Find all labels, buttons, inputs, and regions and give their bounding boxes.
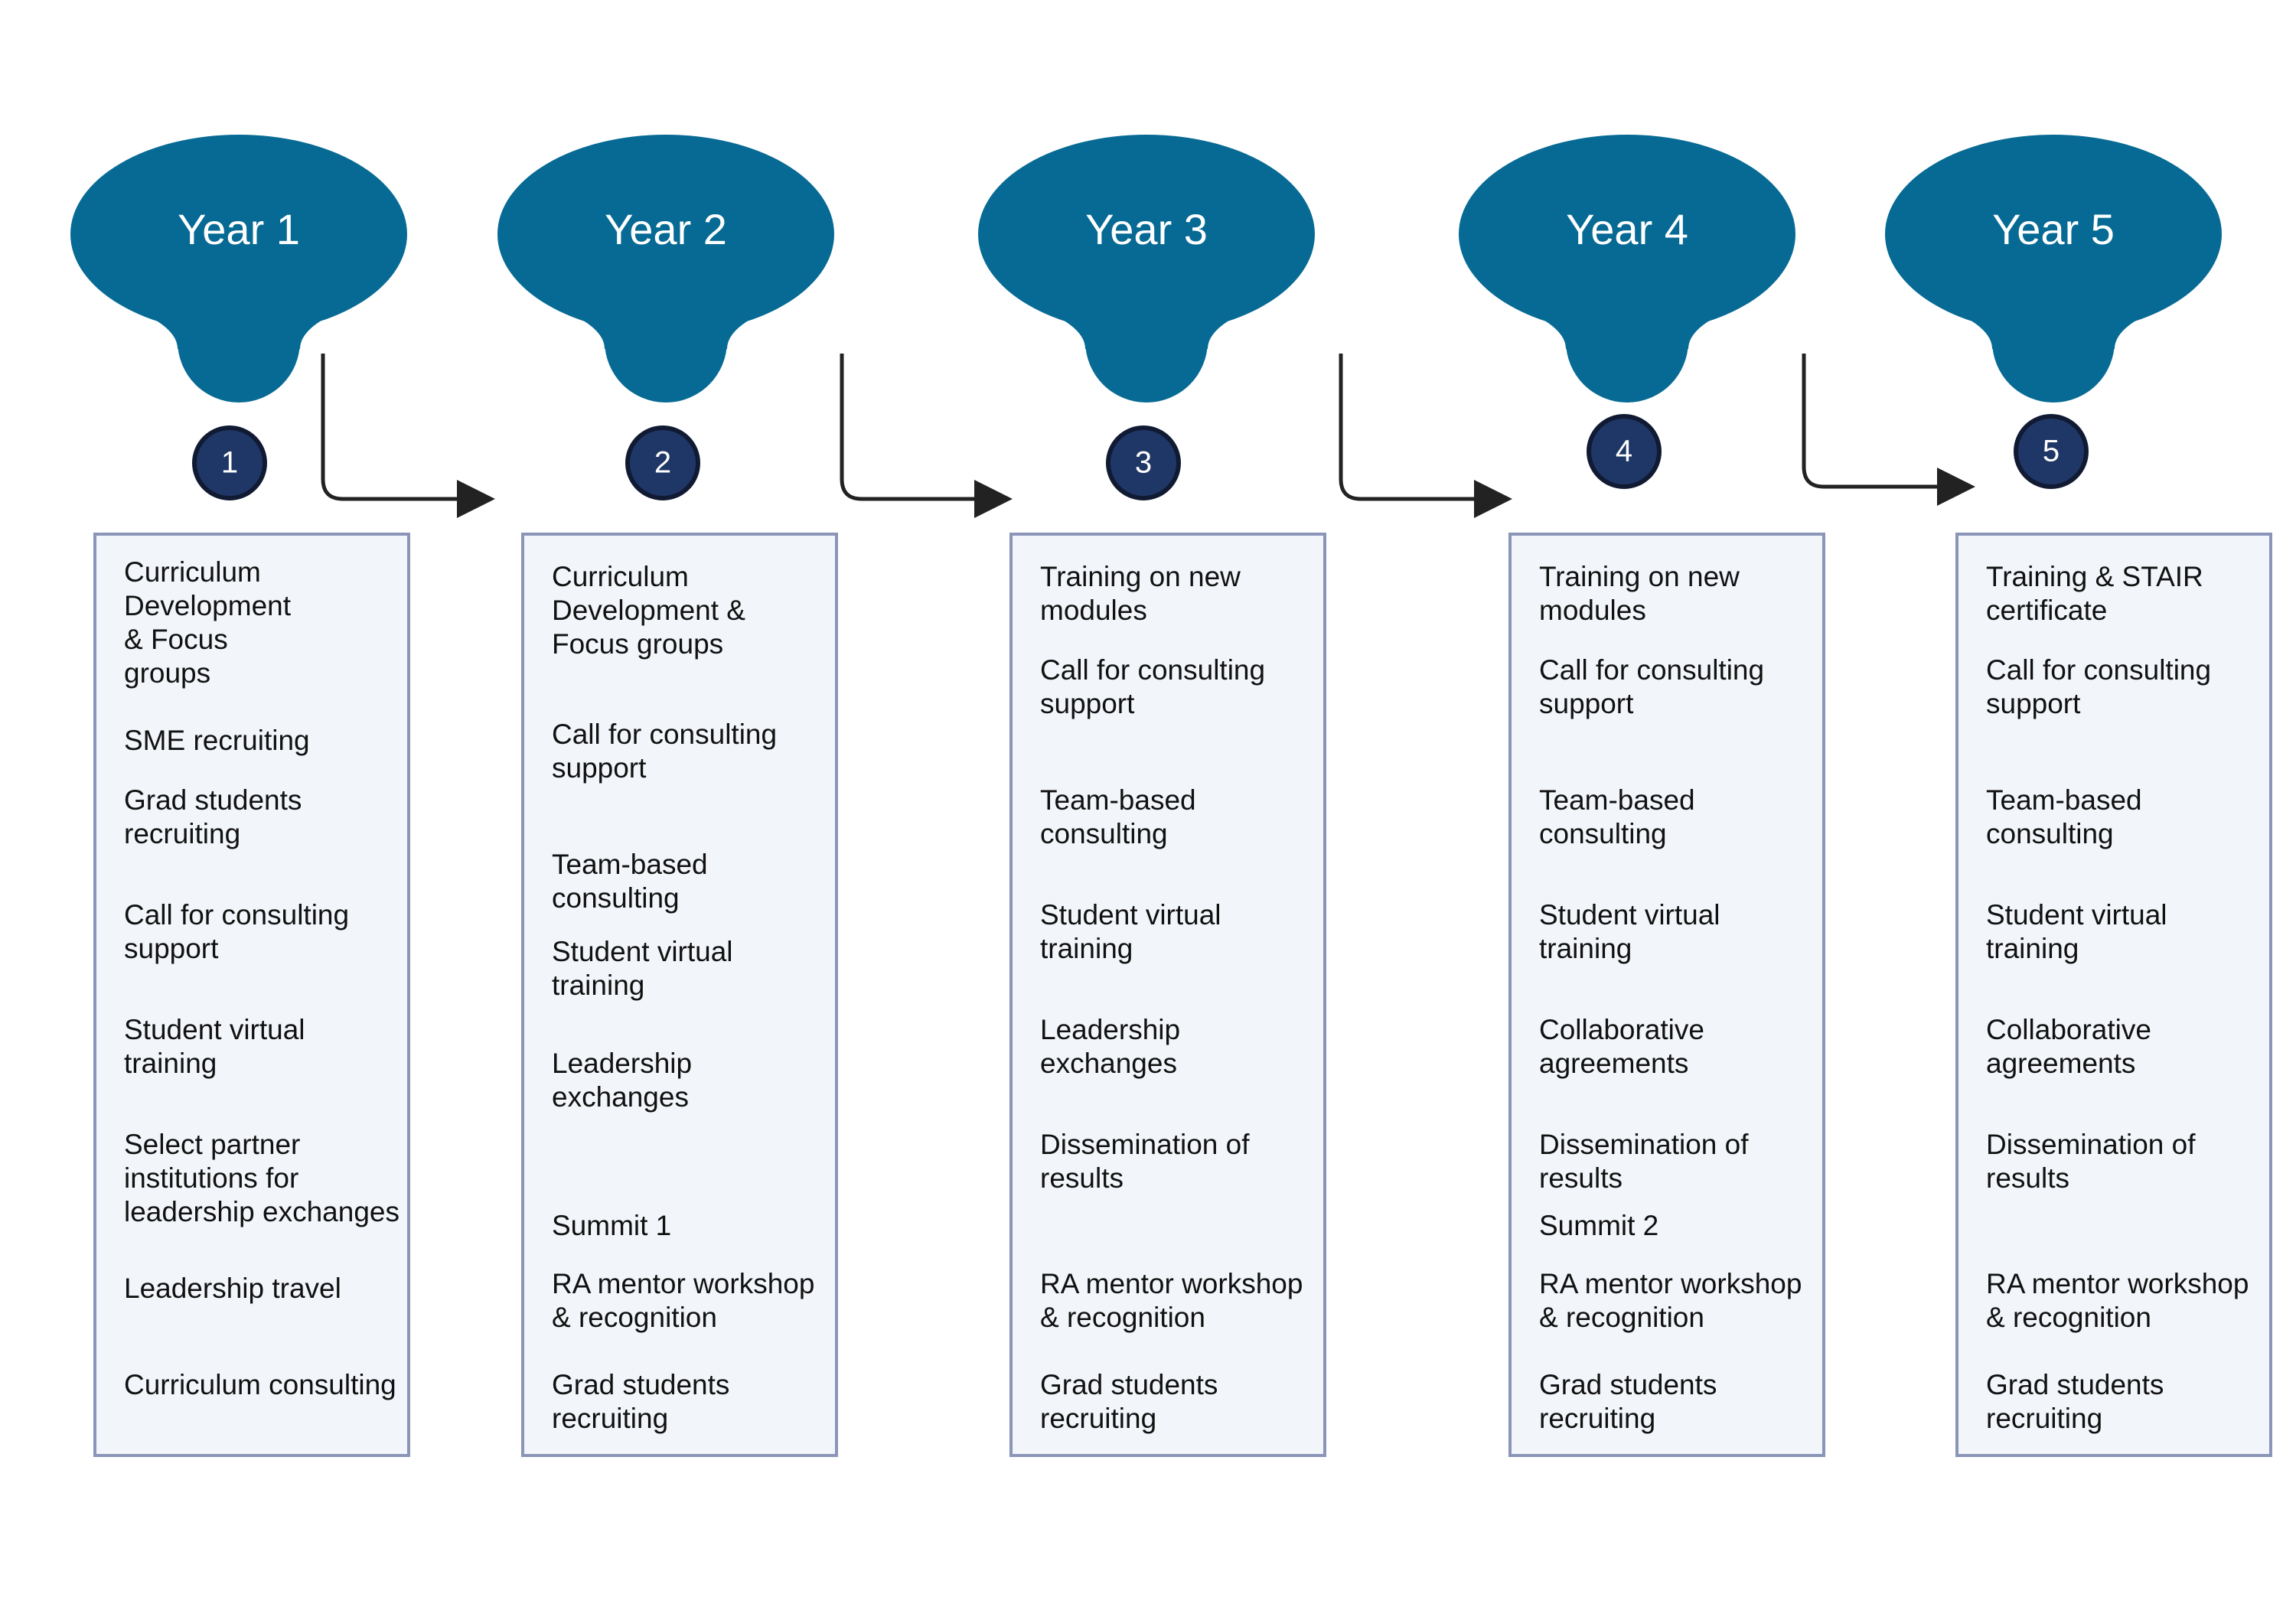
- step-2-circle: [625, 425, 700, 500]
- year-3-blob-neck: [1035, 307, 1257, 349]
- activity-item: Call for consulting support: [552, 719, 778, 784]
- step-3-circle: [1106, 425, 1181, 500]
- step-3-number: 3: [1135, 446, 1152, 480]
- year-4-blob-head: [1459, 135, 1795, 334]
- activity-item: Call for consulting support: [124, 899, 350, 964]
- activity-item: Student virtual training: [552, 936, 733, 1001]
- year-5-blob-neck: [1942, 307, 2164, 349]
- activity-item: Leadership travel: [124, 1273, 341, 1304]
- activity-item: RA mentor workshop & recognition: [1539, 1268, 1802, 1333]
- step-1-badge: 1: [192, 425, 267, 500]
- year-3-label: Year 3: [1085, 205, 1208, 253]
- activity-item: Student virtual training: [1040, 899, 1221, 964]
- year-1-label: Year 1: [178, 205, 300, 253]
- activity-item: Leadership exchanges: [552, 1048, 693, 1113]
- year-4-label: Year 4: [1566, 205, 1688, 253]
- arrow-year-2-to-3: [840, 354, 1013, 518]
- year-5-label: Year 5: [1992, 205, 2115, 253]
- activity-item: Dissemination of results: [1040, 1129, 1250, 1194]
- step-4-circle: [1587, 414, 1662, 489]
- activity-item: Collaborative agreements: [1539, 1014, 1704, 1079]
- year-4-blob-neck: [1516, 307, 1738, 349]
- step-1-circle: [192, 425, 267, 500]
- activity-item: Training on new modules: [1539, 561, 1740, 626]
- activity-item: Grad students recruiting: [552, 1369, 730, 1434]
- activity-item: SME recruiting: [124, 725, 310, 756]
- arrow-year-3-to-4: [1339, 354, 1512, 518]
- step-4-number: 4: [1616, 435, 1632, 468]
- activity-item: Grad students recruiting: [124, 784, 302, 849]
- step-3-badge: 3: [1106, 425, 1181, 500]
- year-2-blob: Year 2: [497, 135, 834, 403]
- year-4-blob: Year 4: [1459, 135, 1795, 403]
- activity-item: RA mentor workshop & recognition: [552, 1268, 815, 1333]
- activity-item: Collaborative agreements: [1986, 1014, 2151, 1079]
- year-1-blob-head: [70, 135, 407, 334]
- arrow-year-1-to-2: [321, 354, 495, 518]
- arrow-year-4-to-5: [1802, 354, 1975, 506]
- activity-item: Call for consulting support: [1040, 654, 1266, 719]
- step-5-number: 5: [2043, 435, 2060, 468]
- activity-item: Curriculum Development & Focus groups: [552, 561, 745, 660]
- step-2-badge: 2: [625, 425, 700, 500]
- activity-item: Team-based consulting: [1040, 784, 1196, 849]
- year-2-blob-head: [497, 135, 834, 334]
- step-5-badge: 5: [2014, 414, 2089, 489]
- activity-item: RA mentor workshop & recognition: [1040, 1268, 1303, 1333]
- activity-item: Training on new modules: [1040, 561, 1241, 626]
- activity-item: Team-based consulting: [552, 849, 708, 914]
- step-1-number: 1: [221, 446, 238, 480]
- year-2-label: Year 2: [605, 205, 727, 253]
- activity-item: Grad students recruiting: [1986, 1369, 2164, 1434]
- activity-item: Curriculum consulting: [124, 1369, 396, 1400]
- activity-item: Student virtual training: [1539, 899, 1720, 964]
- activity-item: Call for consulting support: [1539, 654, 1765, 719]
- activity-item: Student virtual training: [124, 1014, 305, 1079]
- activity-item: Student virtual training: [1986, 899, 2167, 964]
- step-5-circle: [2014, 414, 2089, 489]
- year-3-blob: Year 3: [978, 135, 1315, 403]
- activity-item: Team-based consulting: [1539, 784, 1695, 849]
- activity-item: Training & STAIR certificate: [1986, 561, 2203, 626]
- activity-item: Curriculum Development & Focus groups: [124, 556, 292, 689]
- activity-item: Dissemination of results: [1986, 1129, 2196, 1194]
- activity-item: RA mentor workshop & recognition: [1986, 1268, 2249, 1333]
- activity-item: Select partner institutions for leadersh…: [124, 1129, 400, 1227]
- activity-item: Team-based consulting: [1986, 784, 2142, 849]
- year-3-blob-head: [978, 135, 1315, 334]
- step-2-number: 2: [654, 446, 671, 480]
- activity-item: Leadership exchanges: [1040, 1014, 1181, 1079]
- year-1-blob-neck: [128, 307, 350, 349]
- activity-item: Call for consulting support: [1986, 654, 2212, 719]
- activity-item: Dissemination of results: [1539, 1129, 1749, 1194]
- year-5-blob: Year 5: [1885, 135, 2222, 403]
- year-5-blob-head: [1885, 135, 2222, 334]
- activity-item: Grad students recruiting: [1040, 1369, 1218, 1434]
- activity-item: Summit 1: [552, 1210, 672, 1241]
- year-2-blob-neck: [555, 307, 777, 349]
- activity-item: Summit 2: [1539, 1210, 1659, 1241]
- step-4-badge: 4: [1587, 414, 1662, 489]
- activity-item: Grad students recruiting: [1539, 1369, 1717, 1434]
- year-1-blob: Year 1: [70, 135, 407, 403]
